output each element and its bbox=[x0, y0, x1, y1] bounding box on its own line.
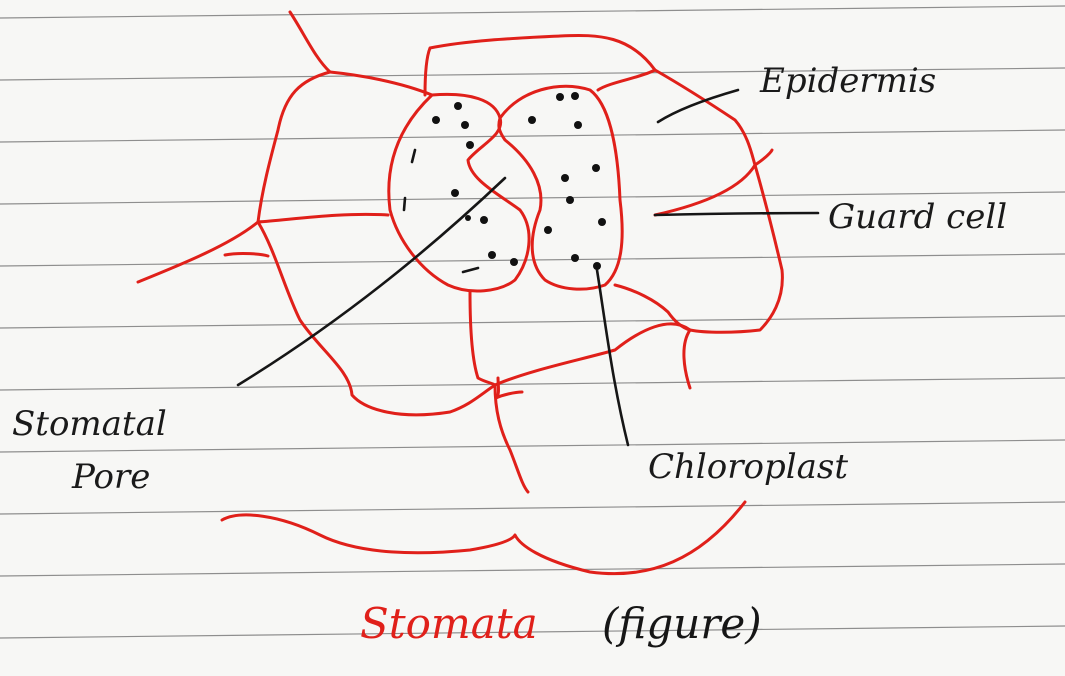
label-guard-cell: Guard cell bbox=[828, 197, 1007, 237]
label-stomatal-pore-line1: Stomatal bbox=[12, 404, 167, 444]
caption-stomata: Stomata bbox=[360, 599, 538, 648]
chloroplast-leader bbox=[597, 270, 628, 445]
caption-figure: (figure) bbox=[602, 599, 762, 648]
epidermis-outline bbox=[138, 12, 330, 282]
leader-lines bbox=[238, 90, 818, 445]
guard-cell-leader bbox=[655, 213, 818, 215]
label-epidermis: Epidermis bbox=[759, 61, 936, 101]
label-stomatal-pore-line2: Pore bbox=[71, 457, 150, 497]
epidermal-cells bbox=[138, 12, 782, 492]
stomatal-pore-leader bbox=[238, 178, 505, 385]
bottom-brace bbox=[222, 502, 745, 574]
label-chloroplast: Chloroplast bbox=[648, 447, 848, 487]
chloroplasts bbox=[404, 92, 606, 272]
